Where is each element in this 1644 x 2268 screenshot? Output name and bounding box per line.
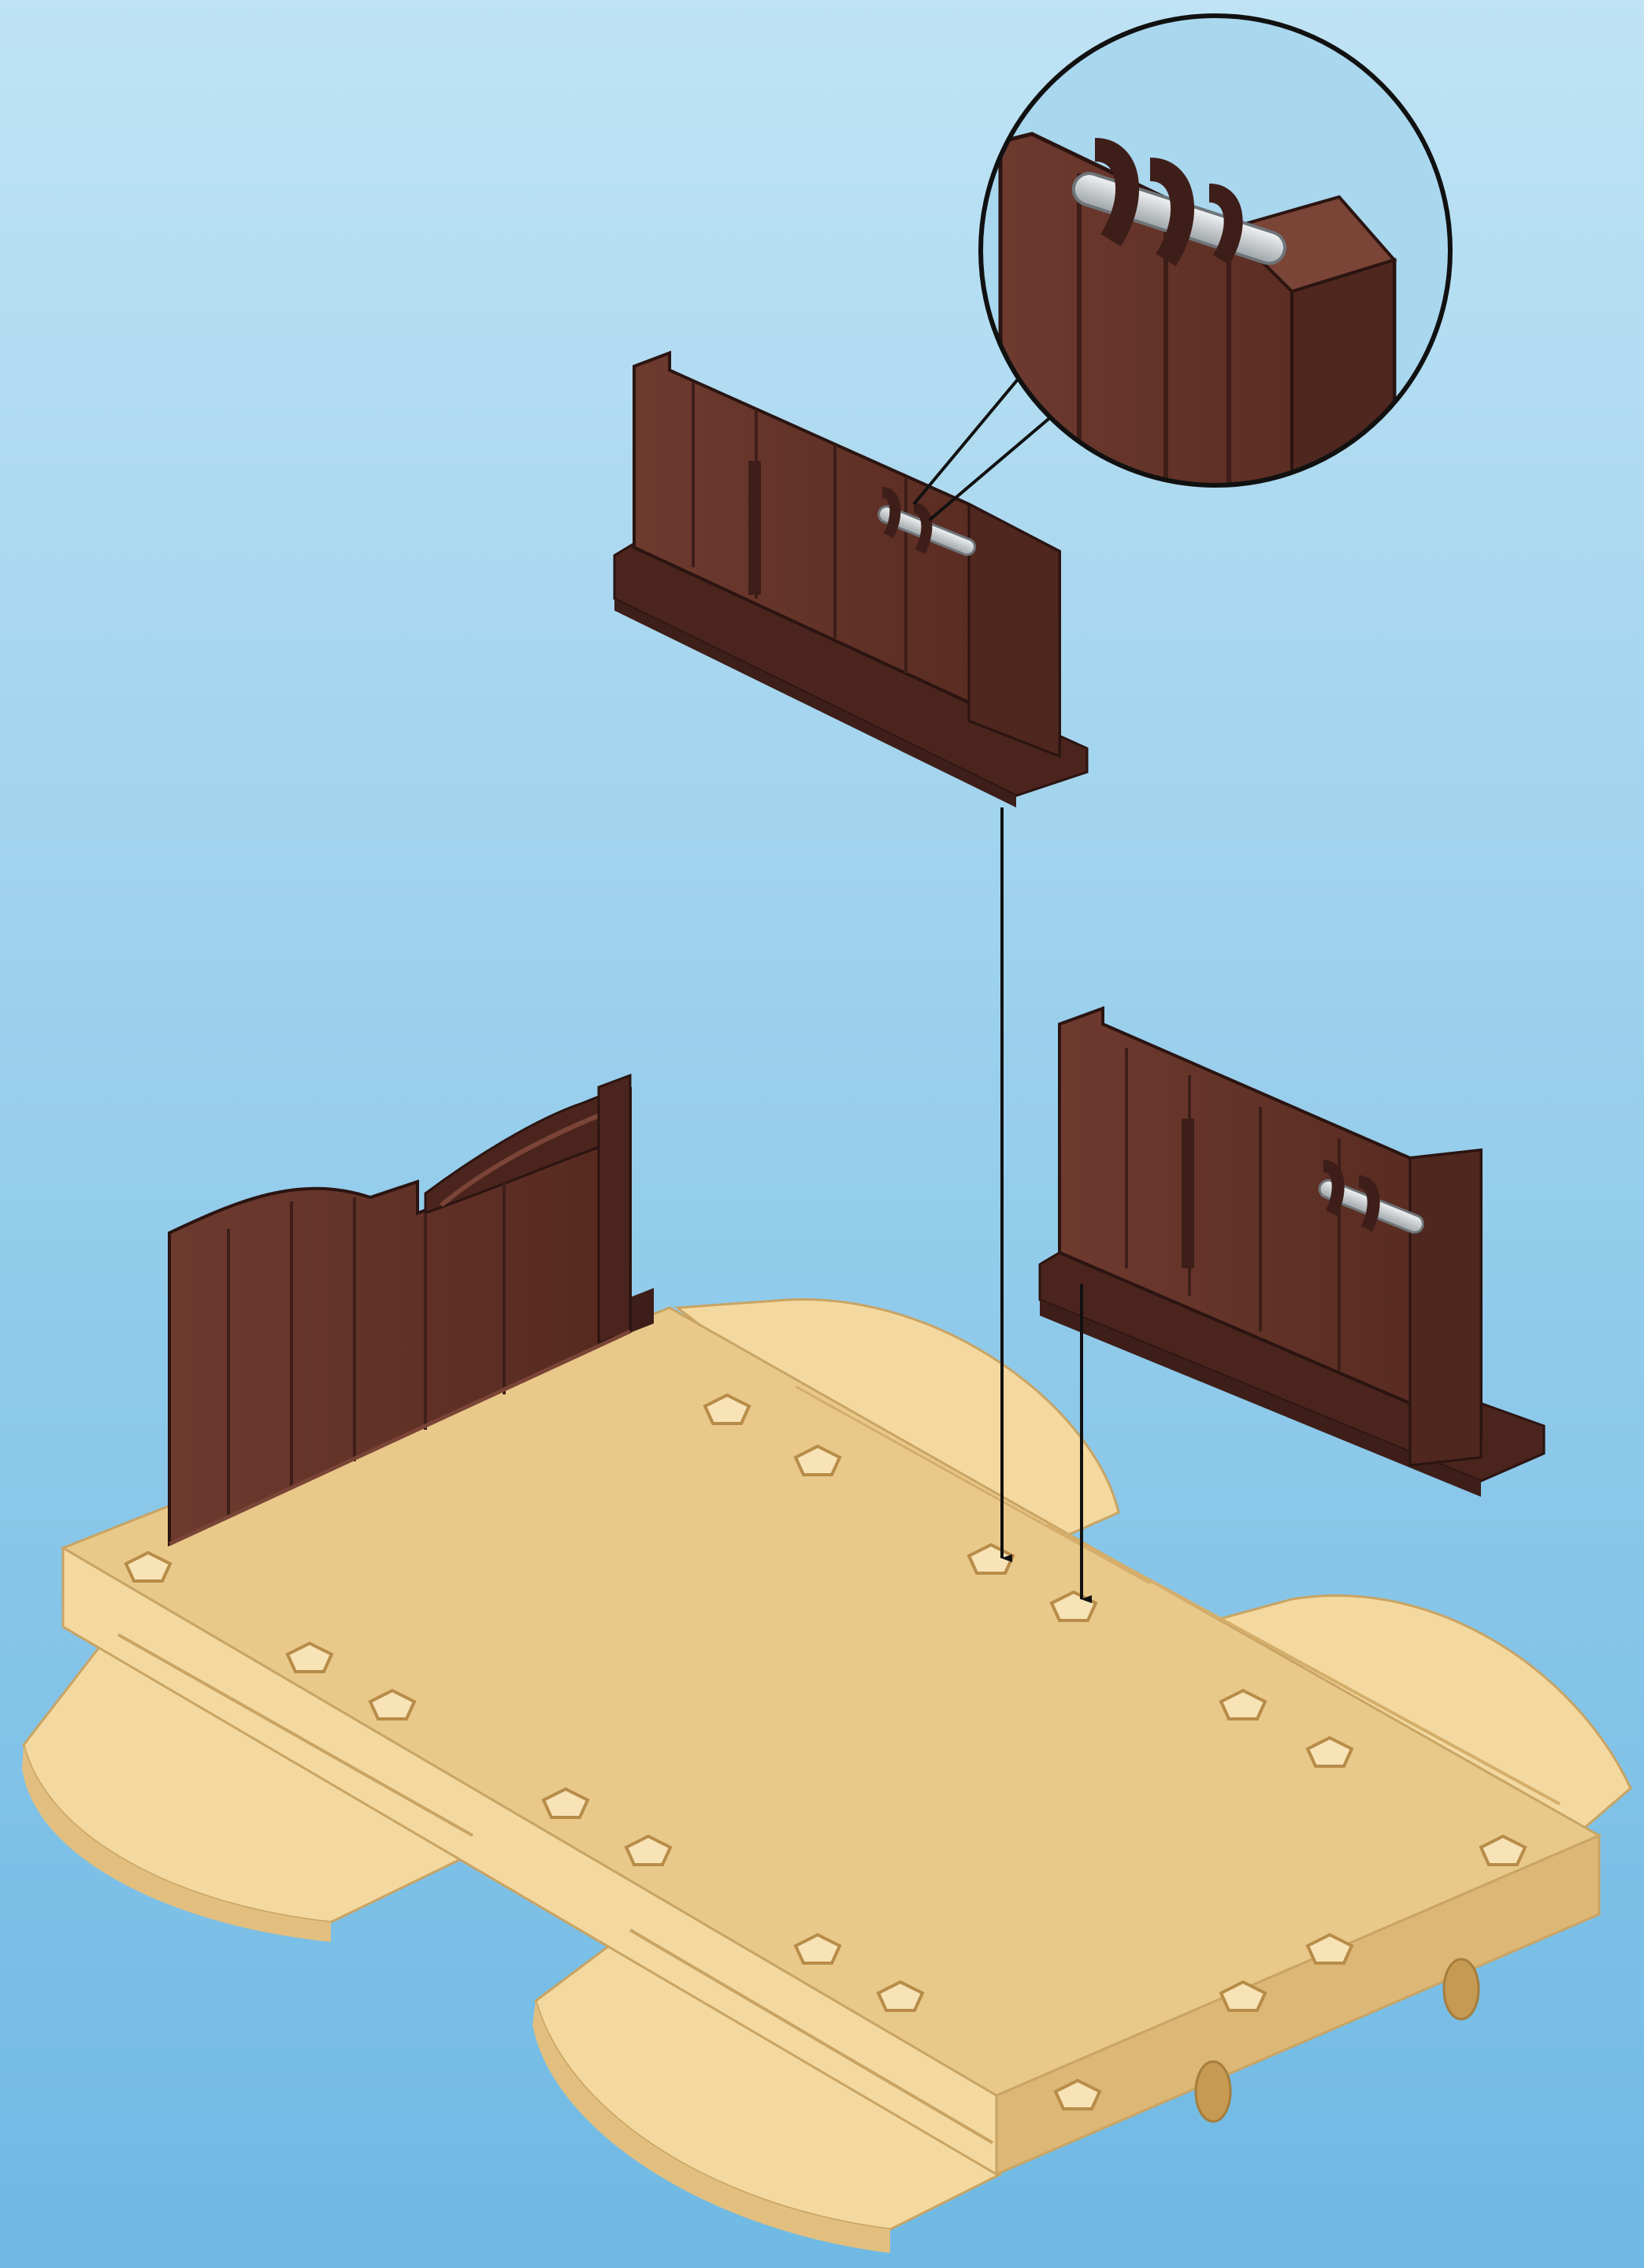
instruction-illustration [0, 0, 1644, 2268]
